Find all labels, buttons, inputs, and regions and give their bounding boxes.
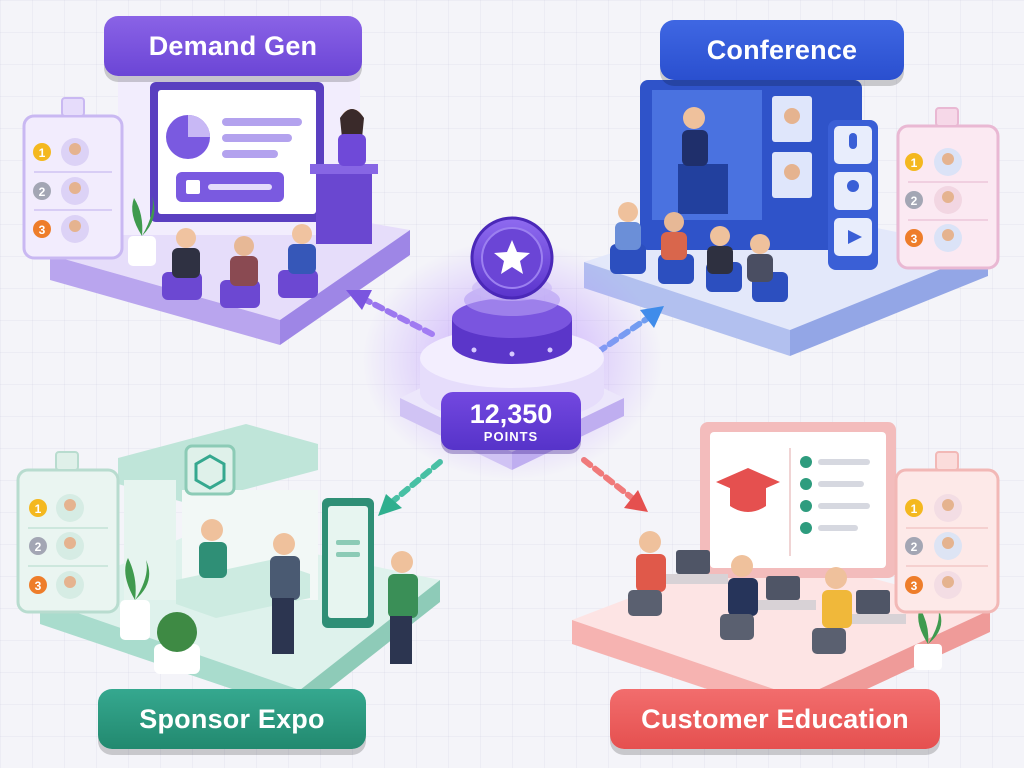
checkmark-icon <box>800 500 812 512</box>
demand-gen-zone <box>50 60 410 345</box>
students-group <box>628 531 906 654</box>
demand-gen-banner: Demand Gen <box>104 16 362 76</box>
checkmark-icon <box>800 456 812 468</box>
rank-badges: 1 2 3 1 2 3 1 2 3 1 2 3 <box>29 143 923 594</box>
sponsor-expo-zone <box>40 424 440 712</box>
rank-3-badge: 3 <box>911 232 918 246</box>
checkmark-icon <box>800 522 812 534</box>
points-display: 12,350 POINTS <box>441 392 581 450</box>
rank-1-badge: 1 <box>911 156 918 170</box>
rank-2-badge: 2 <box>35 540 42 554</box>
rank-3-badge: 3 <box>39 223 46 237</box>
arrow-to-customer-education <box>624 490 648 512</box>
checkmark-icon <box>800 478 812 490</box>
rank-1-badge: 1 <box>911 502 918 516</box>
conference-banner: Conference <box>660 20 904 80</box>
trophy-icon <box>935 451 959 471</box>
booth-staff-person <box>201 519 223 541</box>
customer-education-banner: Customer Education <box>610 689 940 749</box>
laptop-icon <box>856 590 890 614</box>
audience-group <box>162 224 318 308</box>
checkbox-icon <box>186 180 200 194</box>
star-icon <box>494 240 530 274</box>
points-label: POINTS <box>483 429 539 444</box>
conference-leaderboard <box>896 107 1000 270</box>
plant-icon <box>132 196 155 236</box>
trophy-icon <box>55 451 79 471</box>
attendee-person <box>273 533 295 555</box>
podium <box>678 164 728 214</box>
laptop-icon <box>676 550 710 574</box>
rank-2-badge: 2 <box>911 194 918 208</box>
rank-3-badge: 3 <box>35 579 42 593</box>
rank-1-badge: 1 <box>39 146 46 160</box>
rank-1-badge: 1 <box>35 502 42 516</box>
podium <box>316 168 372 244</box>
arrow-to-demand-gen <box>346 290 372 310</box>
plant-icon <box>125 558 150 600</box>
laptop-icon <box>766 576 800 600</box>
rank-2-badge: 2 <box>39 185 46 199</box>
sponsor-expo-banner: Sponsor Expo <box>98 689 366 749</box>
trophy-icon <box>935 107 959 127</box>
arrow-to-sponsor-expo <box>378 494 402 516</box>
rank-2-badge: 2 <box>911 540 918 554</box>
shrub-icon <box>157 612 197 652</box>
rank-3-badge: 3 <box>911 579 918 593</box>
speaker-person <box>683 107 705 129</box>
plant-icon <box>918 608 942 644</box>
points-value: 12,350 <box>469 399 553 429</box>
attendee-person <box>391 551 413 573</box>
trophy-icon <box>61 97 85 117</box>
conference-zone <box>584 80 988 356</box>
audience-group <box>610 202 788 302</box>
